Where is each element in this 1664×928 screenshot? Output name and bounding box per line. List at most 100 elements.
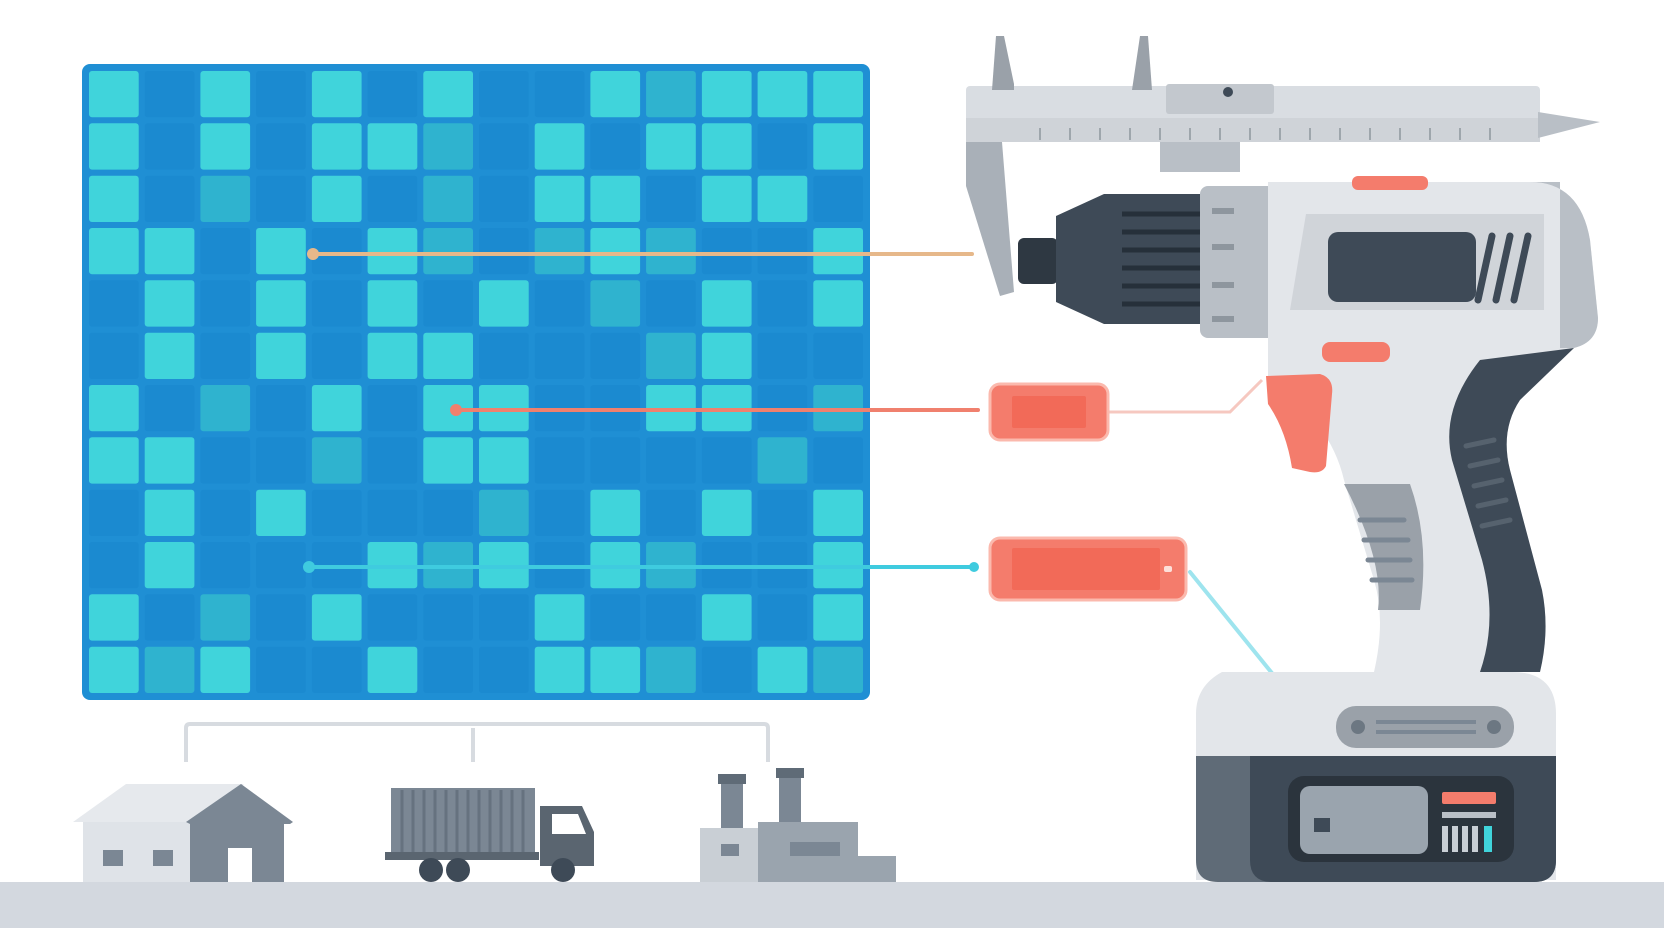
grid-cell bbox=[311, 437, 362, 484]
grid-cell bbox=[590, 489, 641, 536]
grid-cell bbox=[757, 175, 808, 222]
grid-cell bbox=[256, 489, 306, 536]
grid-cell bbox=[256, 228, 306, 275]
grid-cell bbox=[423, 489, 473, 536]
grid-cell bbox=[590, 646, 641, 693]
factory-icon bbox=[700, 768, 896, 882]
coral-label-lower bbox=[988, 536, 1188, 602]
grid-cell bbox=[479, 175, 529, 222]
grid-cell bbox=[200, 437, 251, 484]
grid-cell bbox=[367, 332, 418, 379]
caliper-icon bbox=[966, 36, 1600, 296]
grid-cell bbox=[256, 542, 306, 589]
grid-cell bbox=[200, 594, 251, 641]
grid-cell bbox=[813, 280, 863, 327]
grid-cell bbox=[256, 332, 306, 379]
grid-cell bbox=[256, 385, 306, 432]
grid-cell bbox=[534, 489, 585, 536]
grid-cell bbox=[590, 280, 641, 327]
connector-dot-cyan bbox=[303, 561, 315, 573]
grid-cell bbox=[200, 385, 251, 432]
house-icon bbox=[73, 784, 293, 882]
grid-panel-background bbox=[82, 64, 870, 700]
grid-cell bbox=[311, 280, 362, 327]
drill-bit bbox=[1018, 238, 1058, 284]
grid-cell bbox=[311, 489, 362, 536]
grid-cell bbox=[256, 175, 306, 222]
grid-cell bbox=[200, 280, 251, 327]
grid-cell bbox=[144, 175, 195, 222]
grid-cell bbox=[701, 489, 752, 536]
grid-cell bbox=[200, 646, 251, 693]
grid-cell bbox=[89, 175, 139, 222]
grid-cell bbox=[646, 175, 696, 222]
grid-cell bbox=[646, 280, 696, 327]
coral-label-upper bbox=[988, 382, 1110, 442]
grid-cell bbox=[757, 646, 808, 693]
grid-cells bbox=[89, 71, 863, 693]
grid-cell bbox=[144, 385, 195, 432]
grid-cell bbox=[813, 71, 863, 118]
grid-cell bbox=[701, 280, 752, 327]
grid-cell bbox=[89, 123, 139, 170]
grid-cell bbox=[534, 332, 585, 379]
truck-icon bbox=[385, 788, 594, 882]
grid-cell bbox=[479, 280, 529, 327]
grid-cell bbox=[590, 175, 641, 222]
grid-cell bbox=[423, 437, 473, 484]
grid-cell bbox=[367, 71, 418, 118]
grid-cell bbox=[89, 437, 139, 484]
grid-cell bbox=[311, 123, 362, 170]
grid-cell bbox=[534, 123, 585, 170]
grid-cell bbox=[534, 437, 585, 484]
grid-cell bbox=[701, 175, 752, 222]
grid-cell bbox=[423, 228, 473, 275]
faint-link-trigger bbox=[1106, 378, 1264, 414]
grid-cell bbox=[534, 646, 585, 693]
grid-cell bbox=[423, 385, 473, 432]
grid-cell bbox=[200, 489, 251, 536]
floor-strip bbox=[0, 882, 1664, 928]
grid-cell bbox=[590, 228, 641, 275]
grid-cell bbox=[423, 594, 473, 641]
grid-cell bbox=[200, 332, 251, 379]
grid-cell bbox=[590, 437, 641, 484]
grid-cell bbox=[311, 385, 362, 432]
grid-cell bbox=[479, 646, 529, 693]
grid-cell bbox=[89, 489, 139, 536]
grid-cell bbox=[757, 228, 808, 275]
grid-cell bbox=[367, 228, 418, 275]
grid-cell bbox=[646, 594, 696, 641]
grid-cell bbox=[479, 71, 529, 118]
grid-cell bbox=[311, 228, 362, 275]
grid-cell bbox=[701, 71, 752, 118]
grid-cell bbox=[311, 594, 362, 641]
drill-chuck bbox=[1056, 194, 1208, 324]
grid-cell bbox=[646, 646, 696, 693]
grid-cell bbox=[367, 280, 418, 327]
grid-cell bbox=[479, 123, 529, 170]
grid-cell bbox=[646, 489, 696, 536]
grid-cell bbox=[89, 71, 139, 118]
grid-cell bbox=[144, 280, 195, 327]
grid-cell bbox=[757, 71, 808, 118]
grid-cell bbox=[479, 489, 529, 536]
grid-cell bbox=[646, 71, 696, 118]
grid-cell bbox=[590, 332, 641, 379]
grid-cell bbox=[144, 71, 195, 118]
grid-cell bbox=[813, 646, 863, 693]
grid-cell bbox=[701, 228, 752, 275]
grid-cell bbox=[646, 123, 696, 170]
grid-cell bbox=[813, 489, 863, 536]
grid-cell bbox=[813, 332, 863, 379]
grid-cell bbox=[200, 542, 251, 589]
connector-dot-orange bbox=[307, 248, 319, 260]
grid-cell bbox=[813, 175, 863, 222]
grid-cell bbox=[89, 385, 139, 432]
grid-cell bbox=[256, 594, 306, 641]
grid-cell bbox=[479, 437, 529, 484]
grid-cell bbox=[367, 489, 418, 536]
grid-cell bbox=[701, 332, 752, 379]
grid-cell bbox=[701, 437, 752, 484]
